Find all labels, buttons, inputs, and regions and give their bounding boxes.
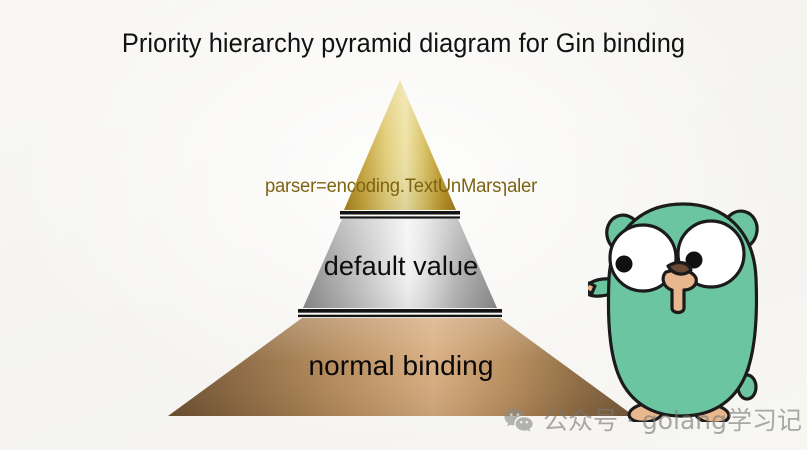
pyramid-tier-middle [303,219,497,308]
go-gopher-mascot [588,186,788,422]
pyramid-tier-top [344,80,456,210]
page-title: Priority hierarchy pyramid diagram for G… [121,28,686,58]
wechat-icon [504,408,533,432]
pyramid-divider-1 [340,211,460,219]
watermark: 公众号 · golang学习记 [504,404,802,438]
pyramid-divider-2 [298,309,502,318]
watermark-text: 公众号 · golang学习记 [543,406,802,435]
priority-hierarchy-pyramid: parser=encoding.TextUnMarsɿaler default … [168,76,634,420]
pyramid-tier-bottom [168,318,634,416]
